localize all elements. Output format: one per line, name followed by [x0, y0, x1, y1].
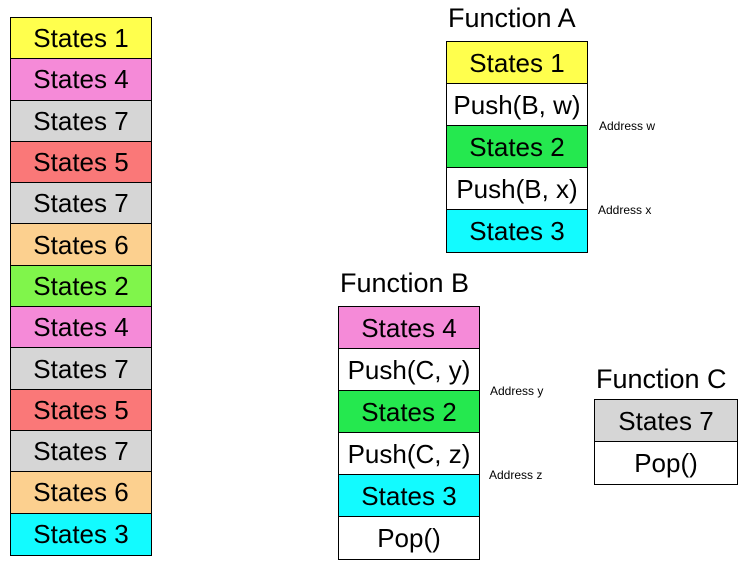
function-b-cell: States 2: [339, 391, 479, 433]
trace-cell: States 6: [11, 472, 151, 514]
trace-cell: States 5: [11, 389, 151, 431]
address-x-label: Address x: [598, 203, 652, 217]
address-y-label: Address y: [490, 384, 544, 398]
trace-cell: States 7: [11, 100, 151, 142]
function-c-stack: States 7 Pop(): [594, 399, 738, 485]
function-b-cell: States 3: [339, 475, 479, 517]
function-c-cell: States 7: [595, 400, 737, 442]
function-b-stack: States 4 Push(C, y) States 2 Push(C, z) …: [338, 306, 480, 560]
function-b-title: Function B: [340, 268, 470, 298]
trace-cell: States 4: [11, 307, 151, 349]
function-a-stack: States 1 Push(B, w) States 2 Push(B, x) …: [446, 41, 588, 253]
trace-cell: States 1: [11, 18, 151, 60]
function-a-cell: Push(B, w): [447, 84, 587, 126]
execution-trace-stack: States 1 States 4 States 7 States 5 Stat…: [10, 17, 152, 556]
function-b-cell: Push(C, y): [339, 349, 479, 391]
function-a-cell: States 1: [447, 42, 587, 84]
trace-cell: States 7: [11, 430, 151, 473]
trace-cell: States 6: [11, 224, 151, 266]
trace-cell: States 4: [11, 59, 151, 101]
function-a-cell: States 3: [447, 210, 587, 252]
function-a-cell: States 2: [447, 126, 587, 168]
function-a-title: Function A: [448, 3, 576, 33]
function-b-cell: States 4: [339, 307, 479, 349]
address-z-label: Address z: [489, 468, 543, 482]
trace-cell: States 7: [11, 183, 151, 225]
trace-cell: States 3: [11, 513, 151, 555]
trace-cell: States 2: [11, 265, 151, 308]
address-w-label: Address w: [599, 119, 656, 133]
function-c-cell: Pop(): [595, 442, 737, 484]
function-b-cell: Pop(): [339, 517, 479, 559]
function-b-cell: Push(C, z): [339, 433, 479, 475]
function-c-title: Function C: [596, 364, 727, 394]
trace-cell: States 7: [11, 348, 151, 390]
trace-cell: States 5: [11, 141, 151, 184]
function-a-cell: Push(B, x): [447, 168, 587, 210]
